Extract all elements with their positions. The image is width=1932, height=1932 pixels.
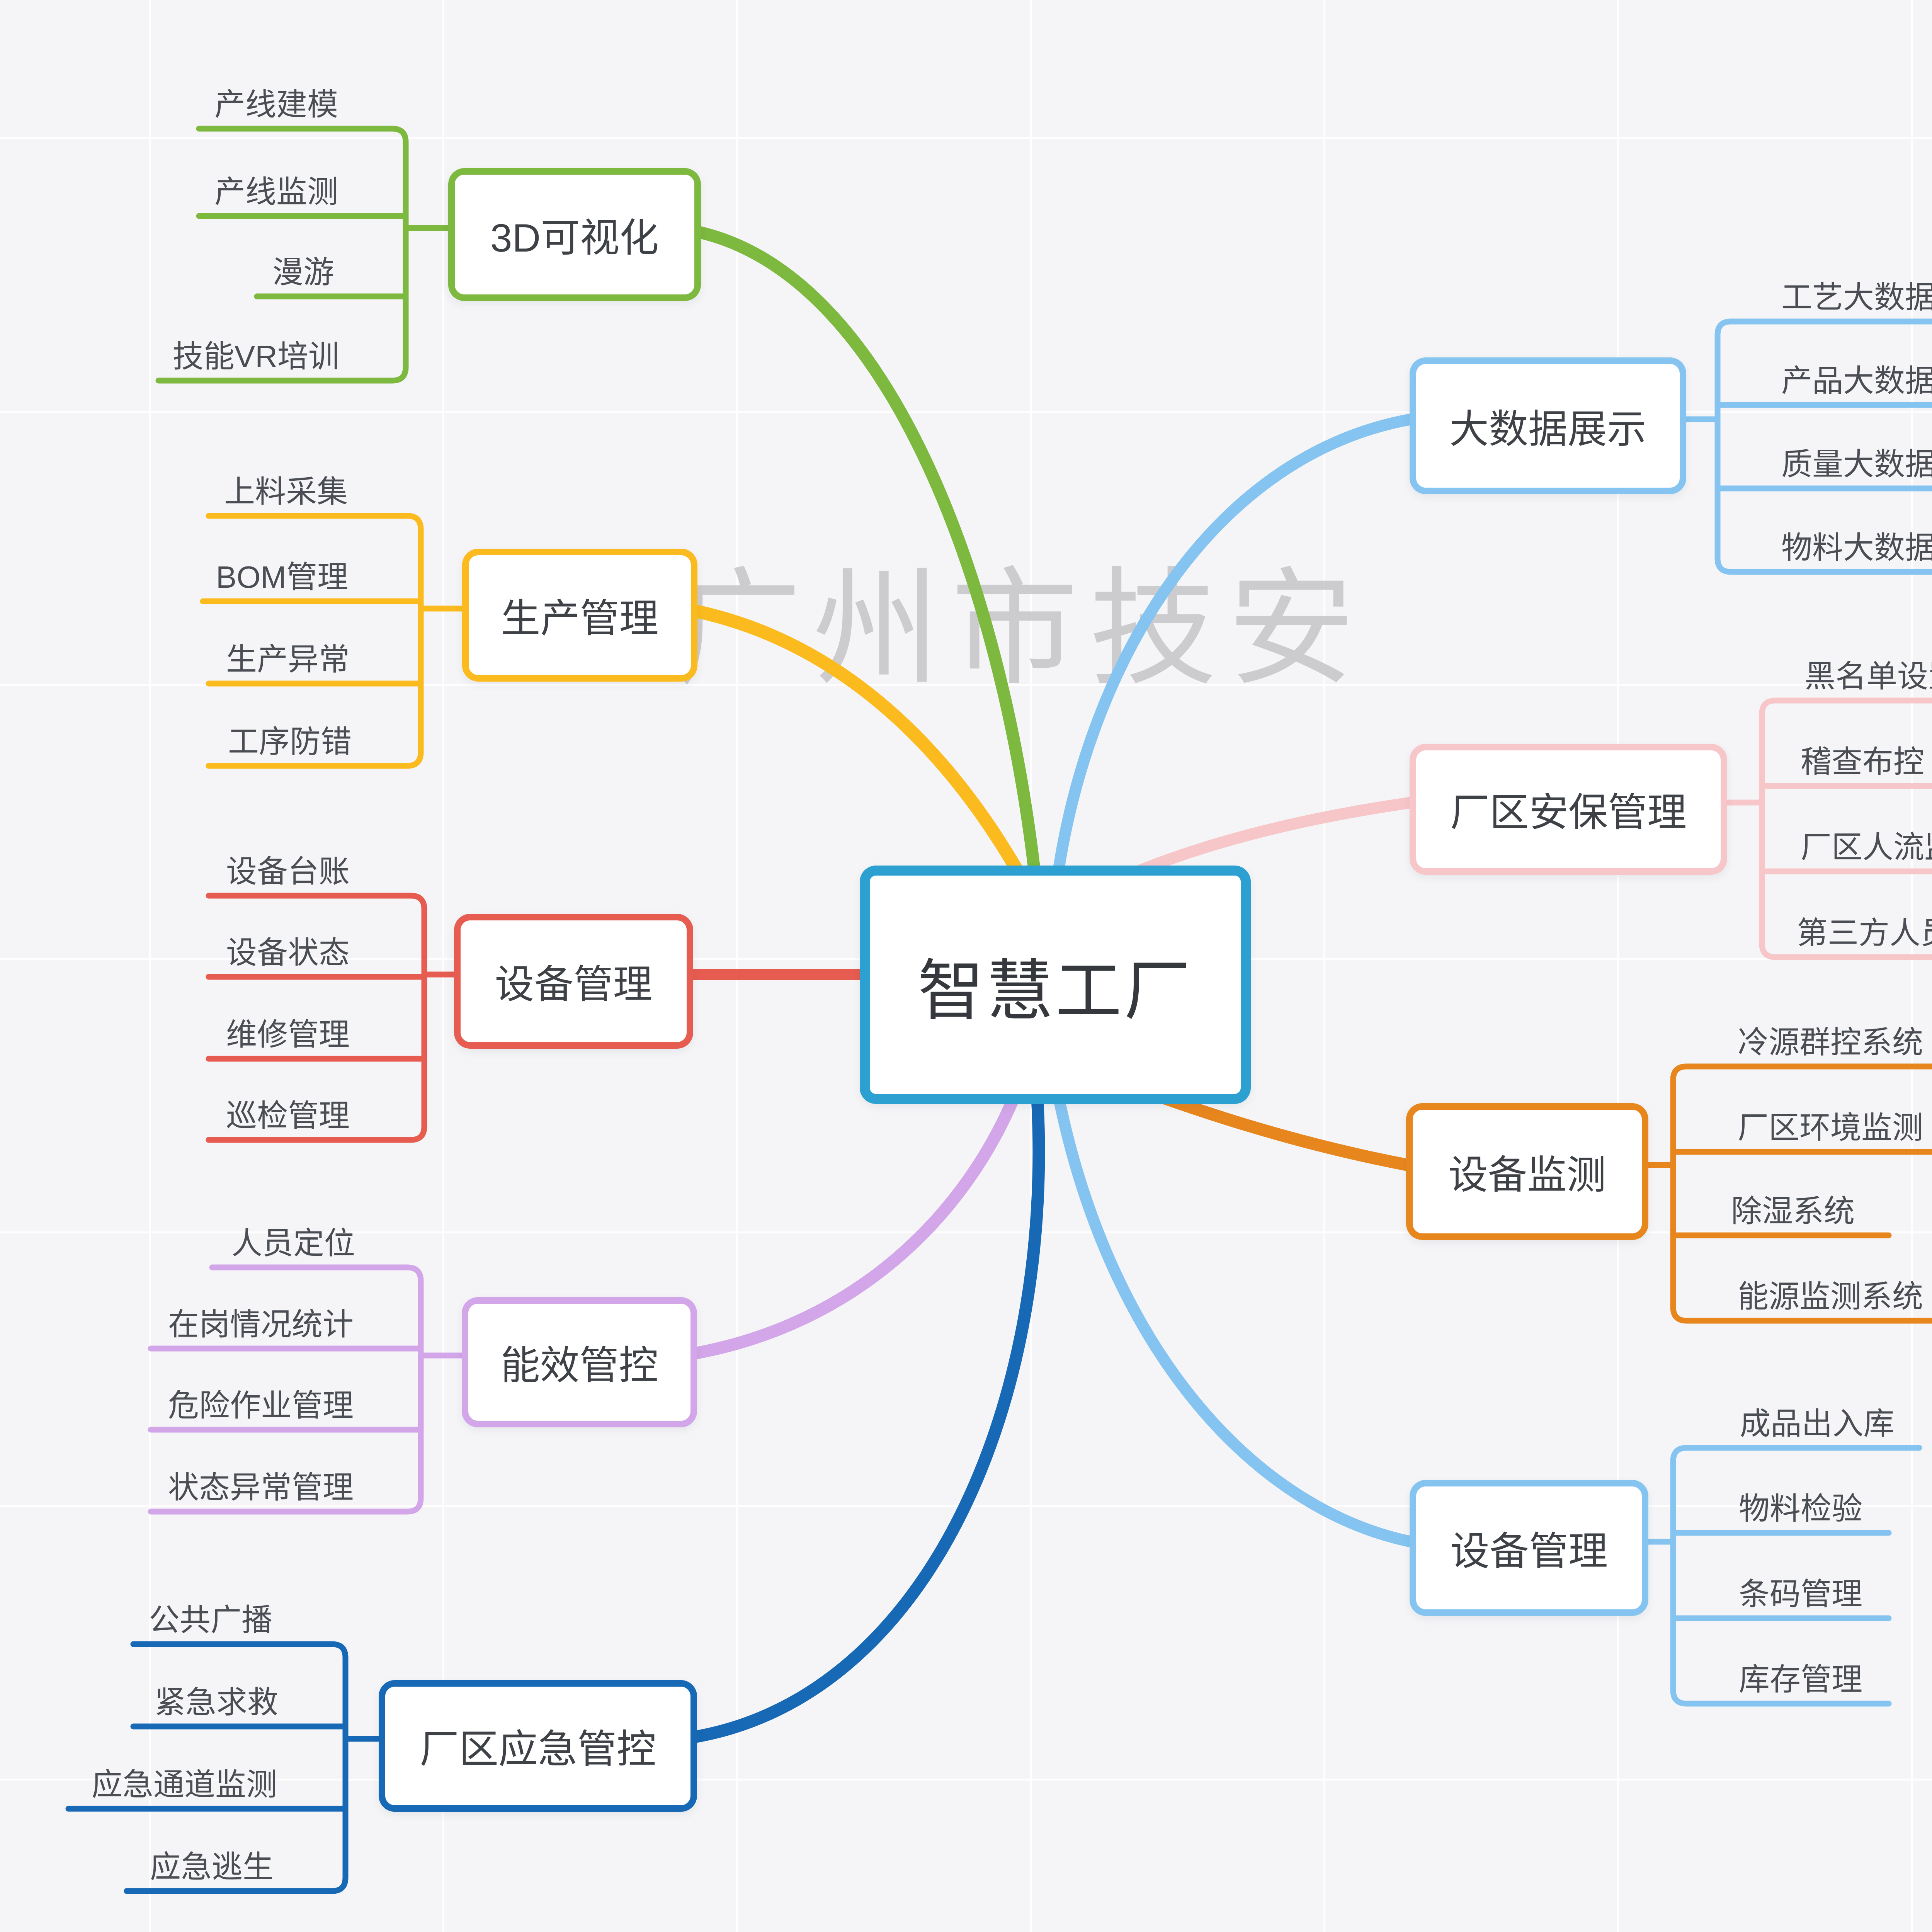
child-topic[interactable]: 应急通道监测 (92, 1767, 277, 1802)
branch-node-energy-efficiency-control[interactable]: 能效管控 (462, 1297, 697, 1427)
child-topic[interactable]: 危险作业管理 (168, 1388, 354, 1423)
child-topic[interactable]: 厂区环境监测 (1738, 1111, 1923, 1145)
child-topic[interactable]: 能源监测系统 (1738, 1279, 1923, 1314)
child-topic[interactable]: 产线监测 (214, 175, 338, 209)
child-topic[interactable]: 状态异常管理 (168, 1470, 354, 1505)
child-topic[interactable]: 产品大数据 (1781, 364, 1932, 398)
child-topic[interactable]: 公共广播 (149, 1603, 272, 1637)
child-topic[interactable]: 应急逃生 (150, 1850, 274, 1884)
child-topic[interactable]: 条码管理 (1739, 1577, 1862, 1611)
child-topic[interactable]: 黑名单设置 (1804, 659, 1932, 694)
child-topic[interactable]: 设备状态 (226, 935, 350, 970)
branch-curve-energy-efficiency-control (676, 1076, 1026, 1362)
child-topic[interactable]: 产线建模 (214, 87, 338, 122)
branch-curve-production-management (677, 602, 1023, 875)
branch-node-factory-security-management[interactable]: 厂区安保管理 (1410, 744, 1727, 875)
branch-node-3d-visualization[interactable]: 3D可视化 (448, 168, 701, 301)
child-topic[interactable]: 冷源群控系统 (1738, 1025, 1923, 1060)
branch-curve-equipment-management-right (1050, 1076, 1417, 1548)
branch-node-production-management[interactable]: 生产管理 (462, 549, 697, 682)
child-lines-big-data-display (1671, 318, 1932, 575)
child-topic[interactable]: 漫游 (272, 255, 334, 289)
child-lines-equipment-management-left (206, 893, 458, 1143)
child-lines-energy-efficiency-control (148, 1264, 466, 1515)
branch-curve-big-data-display (1053, 413, 1417, 872)
child-topic[interactable]: 上料采集 (224, 474, 348, 509)
branch-curve-factory-security-management (1127, 797, 1417, 879)
branch-node-big-data-display[interactable]: 大数据展示 (1410, 357, 1686, 494)
branch-node-equipment-monitoring[interactable]: 设备监测 (1406, 1103, 1648, 1240)
child-topic[interactable]: 紧急求救 (155, 1685, 278, 1719)
watermark-text: 广州市技安 (674, 560, 1366, 701)
child-topic[interactable]: 工序防错 (228, 724, 352, 759)
child-topic[interactable]: 厂区人流监测 (1801, 830, 1932, 864)
child-topic[interactable]: 质量大数据 (1781, 447, 1932, 481)
branch-node-equipment-management-right[interactable]: 设备管理 (1410, 1480, 1648, 1616)
child-topic[interactable]: 在岗情况统计 (168, 1307, 354, 1342)
child-lines-factory-security-management (1712, 697, 1932, 960)
child-topic[interactable]: 设备台账 (226, 854, 350, 889)
branch-curve-factory-emergency-control (676, 1077, 1045, 1745)
child-topic[interactable]: 除湿系统 (1731, 1194, 1855, 1228)
branch-node-equipment-management-left[interactable]: 设备管理 (454, 914, 693, 1049)
child-topic[interactable]: 成品出入库 (1740, 1406, 1895, 1441)
child-topic[interactable]: 技能VR培训 (172, 339, 340, 374)
child-lines-production-management (200, 513, 466, 769)
child-lines-factory-emergency-control (65, 1641, 383, 1894)
central-node-smart-factory[interactable]: 智慧工厂 (860, 866, 1251, 1104)
child-topic[interactable]: 库存管理 (1739, 1662, 1862, 1697)
child-topic[interactable]: 巡检管理 (226, 1099, 350, 1133)
child-lines-equipment-monitoring (1633, 1063, 1932, 1324)
branch-node-factory-emergency-control[interactable]: 厂区应急管控 (379, 1680, 697, 1812)
child-topic[interactable]: 物料大数据 (1781, 531, 1932, 565)
branch-curve-3d-visualization (682, 224, 1040, 873)
child-lines-3d-visualization (155, 126, 452, 384)
child-topic[interactable]: 人员定位 (231, 1226, 355, 1260)
child-topic[interactable]: 生产异常 (226, 642, 350, 677)
child-topic[interactable]: 工艺大数据 (1781, 280, 1932, 315)
child-lines-equipment-management-right (1633, 1445, 1922, 1707)
child-topic[interactable]: 维修管理 (226, 1017, 350, 1052)
child-topic[interactable]: 第三方人员管理 (1797, 916, 1932, 950)
child-topic[interactable]: 稽查布控 (1801, 745, 1924, 779)
child-topic[interactable]: 物料检验 (1739, 1492, 1862, 1526)
child-topic[interactable]: BOM管理 (216, 560, 349, 594)
